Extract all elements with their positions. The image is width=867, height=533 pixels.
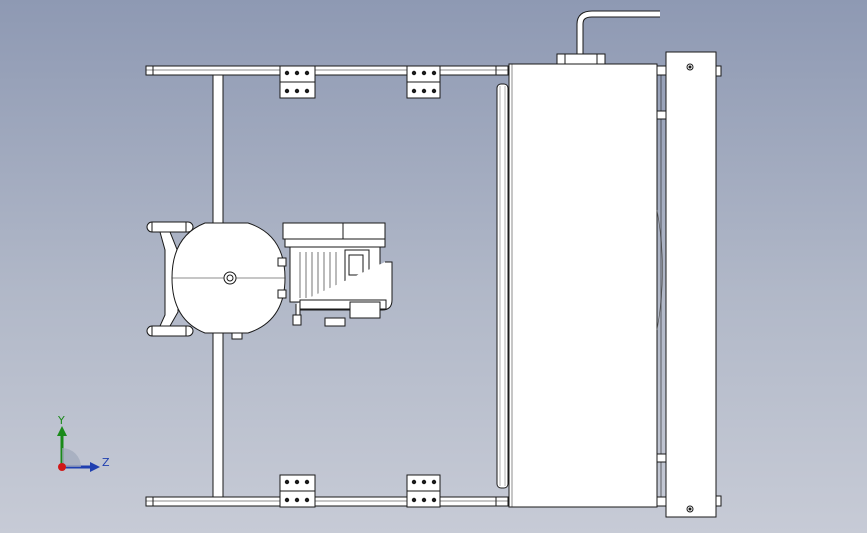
roller-tube[interactable] — [496, 83, 509, 489]
air-tank[interactable] — [146, 221, 287, 340]
motor-unit[interactable] — [282, 222, 393, 327]
frame-rail-top[interactable] — [145, 65, 509, 76]
frame-rail-bottom[interactable] — [145, 496, 509, 507]
mounting-bracket[interactable] — [406, 474, 441, 508]
side-plate[interactable] — [665, 51, 722, 518]
mounting-bracket[interactable] — [279, 474, 316, 508]
cooler-panel[interactable] — [508, 63, 658, 508]
pipe[interactable] — [556, 10, 660, 65]
y-axis-label: Y — [58, 414, 65, 427]
z-axis-label: Z — [102, 456, 110, 469]
origin-dot — [58, 463, 66, 471]
orientation-triad — [57, 426, 100, 472]
mounting-bracket[interactable] — [406, 65, 441, 99]
mounting-bracket[interactable] — [279, 65, 316, 99]
